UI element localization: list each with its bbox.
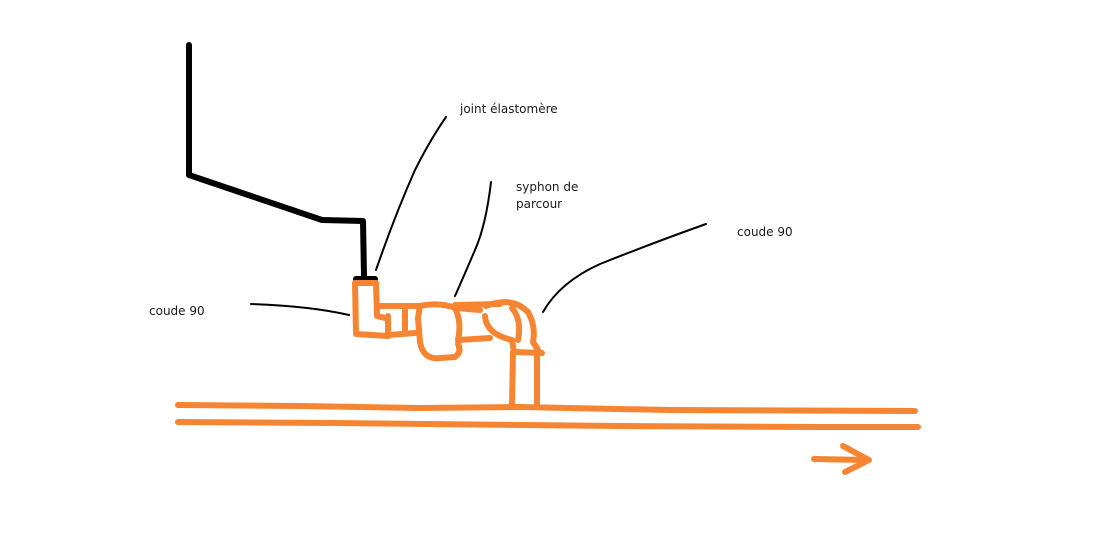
label-joint-elastomere: joint élastomère [460,102,558,116]
right-elbow-pipe [482,299,545,356]
left-elbow-pipe [352,280,391,339]
connector-pipe [375,303,423,338]
main-pipe-top [175,402,918,414]
leader-coude-left [250,303,350,316]
label-syphon: syphon de parcour [516,179,578,213]
leader-coude-right [542,223,707,313]
leader-syphon [454,181,492,297]
main-pipe-bottom [175,419,921,430]
vertical-drop-pipe [509,349,540,408]
syphon-trap [415,301,503,362]
label-syphon-line1: syphon de [516,180,579,194]
label-coude-90-left: coude 90 [149,304,205,318]
black-drain-pipe [186,42,367,279]
leader-joint [375,116,447,271]
label-coude-90-right: coude 90 [737,225,793,239]
flow-arrow-icon [811,443,872,475]
label-syphon-line2: parcour [516,197,563,211]
